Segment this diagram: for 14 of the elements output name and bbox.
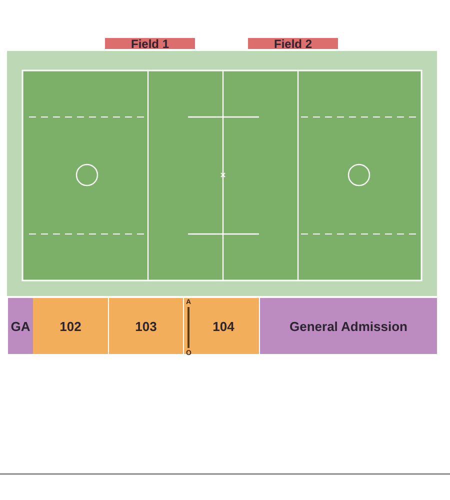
section-name: GA bbox=[10, 320, 30, 332]
seating-section bbox=[8, 298, 33, 354]
seating-section bbox=[33, 298, 108, 354]
seating-section bbox=[260, 298, 437, 354]
field-sign bbox=[248, 38, 338, 49]
field-name: Field 1 bbox=[130, 38, 169, 50]
section-name: General Admission bbox=[290, 320, 408, 332]
seating-section bbox=[109, 298, 183, 354]
field-sign bbox=[105, 38, 195, 49]
section-number: 103 bbox=[135, 320, 157, 332]
seating-section bbox=[184, 298, 259, 354]
field-name: Field 2 bbox=[274, 38, 312, 50]
section-number: 104 bbox=[212, 320, 234, 332]
section-number: 102 bbox=[60, 320, 82, 332]
